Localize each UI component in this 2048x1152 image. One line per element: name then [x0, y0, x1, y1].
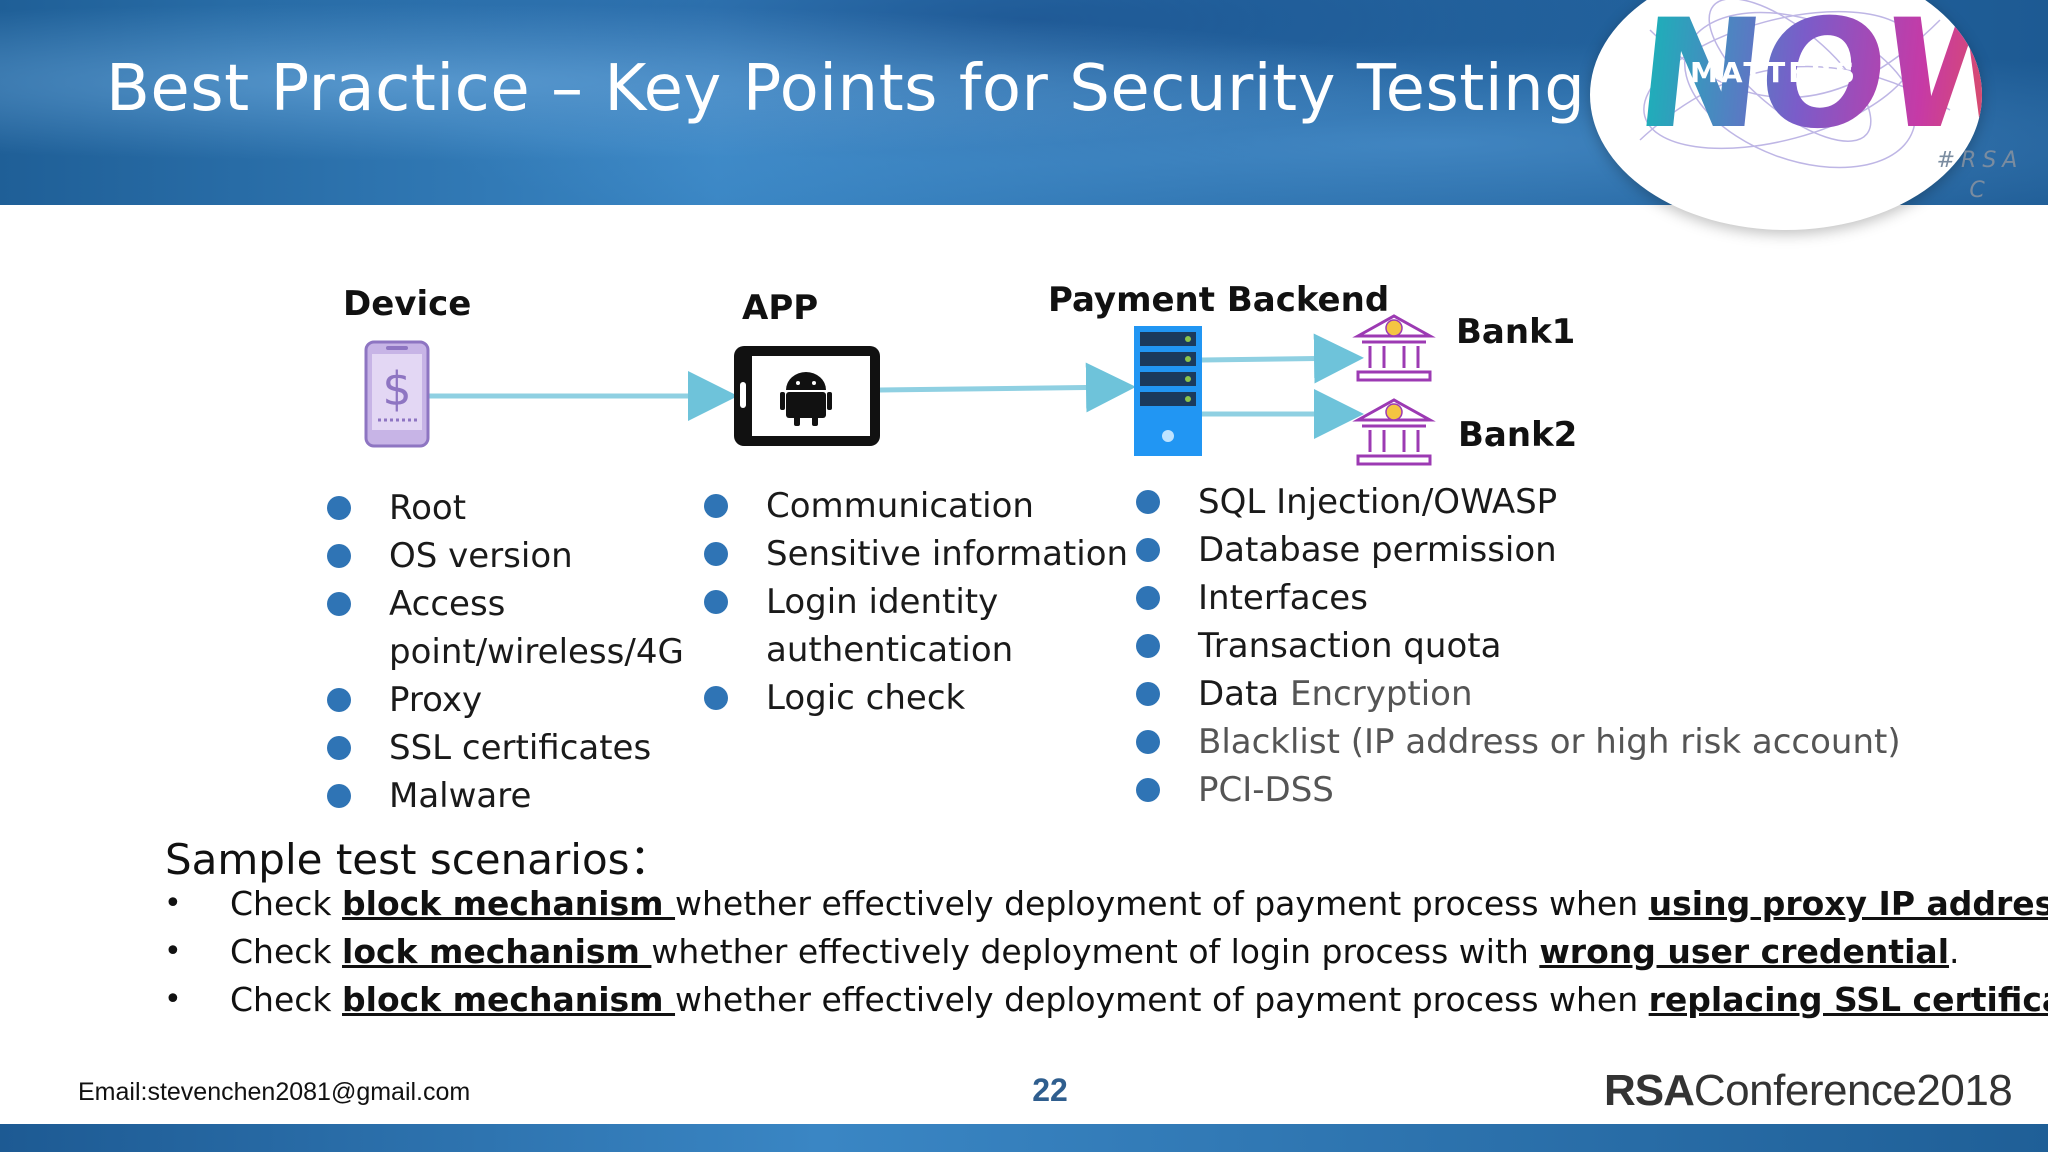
- bullet-dot-icon: [704, 494, 728, 518]
- bullet-dot-icon: [704, 590, 728, 614]
- logo-matters-text: MATTERS: [1690, 56, 1859, 89]
- bullet-dot-icon: [1136, 634, 1160, 658]
- svg-text:$: $: [382, 362, 411, 416]
- node-label-payment-backend: Payment Backend: [1048, 280, 1390, 320]
- list-item: •Check lock mechanism whether effectivel…: [160, 928, 2048, 976]
- list-item: OS version: [327, 532, 684, 580]
- footer-bar: [0, 1124, 2048, 1152]
- bullet-dot-icon: [704, 542, 728, 566]
- list-item: SQL Injection/OWASP: [1136, 478, 1901, 526]
- logo-hashtag-line1: #RSA: [1936, 148, 2024, 173]
- server-icon: [1134, 326, 1202, 456]
- scenarios-heading: Sample test scenarios：: [165, 835, 672, 884]
- bullet-dot-icon: [1136, 538, 1160, 562]
- list-item: Interfaces: [1136, 574, 1901, 622]
- bullet-icon: •: [164, 886, 182, 921]
- bullet-dot-icon: [704, 686, 728, 710]
- bullet-dot-icon: [327, 784, 351, 808]
- list-item: Logic check: [704, 674, 1128, 722]
- node-label-bank2: Bank2: [1458, 415, 1578, 455]
- architecture-diagram: $: [364, 314, 1436, 466]
- list-item: Proxy: [327, 676, 684, 724]
- list-item: PCI-DSS: [1136, 766, 1901, 814]
- bullet-dot-icon: [1136, 730, 1160, 754]
- list-item: •Check block mechanism whether effective…: [160, 976, 2048, 1024]
- bullet-dot-icon: [327, 736, 351, 760]
- backend-checklist: SQL Injection/OWASP Database permission …: [1136, 478, 1901, 814]
- list-item: Transaction quota: [1136, 622, 1901, 670]
- android-tablet-icon: [734, 346, 880, 446]
- rsa-conference-logo: RSAConference2018: [1604, 1066, 2013, 1115]
- logo-hashtag-line2: C: [1969, 178, 1991, 203]
- bullet-dot-icon: [1136, 586, 1160, 610]
- bullet-dot-icon: [327, 688, 351, 712]
- bullet-icon: •: [164, 934, 182, 969]
- scenario-list: •Check block mechanism whether effective…: [160, 880, 2048, 1024]
- bullet-dot-icon: [327, 592, 351, 616]
- list-item: Database permission: [1136, 526, 1901, 574]
- list-item: Communication: [704, 482, 1128, 530]
- bullet-icon: •: [164, 982, 182, 1017]
- bullet-dot-icon: [1136, 682, 1160, 706]
- bullet-dot-icon: [327, 544, 351, 568]
- arrow-app-to-backend: [879, 362, 1136, 413]
- node-label-bank1: Bank1: [1456, 312, 1576, 352]
- bank-icon: [1352, 314, 1436, 382]
- bank-icon: [1352, 398, 1436, 466]
- list-item: Sensitive information: [704, 530, 1128, 578]
- footer-email: Email:stevenchen2081@gmail.com: [78, 1078, 471, 1106]
- smartphone-dollar-icon: $: [364, 340, 430, 448]
- rsac-logo-badge: NOW MATTERS: [1590, 0, 1982, 230]
- arrow-backend-to-bank1: [1201, 333, 1364, 384]
- list-item: Malware: [327, 772, 684, 820]
- list-item: •Check block mechanism whether effective…: [160, 880, 2048, 928]
- bullet-dot-icon: [1136, 490, 1160, 514]
- list-item: Blacklist (IP address or high risk accou…: [1136, 718, 1901, 766]
- bullet-dot-icon: [1136, 778, 1160, 802]
- logo-swirl-graphic: [1639, 0, 1951, 169]
- logo-hashtag: #RSA C: [1930, 146, 2030, 206]
- app-checklist: Communication Sensitive information Logi…: [704, 482, 1128, 722]
- slide-title: Best Practice – Key Points for Security …: [106, 52, 1586, 126]
- node-label-app: APP: [742, 288, 819, 328]
- list-item: Root: [327, 484, 684, 532]
- list-item: SSL certificates: [327, 724, 684, 772]
- page-number: 22: [1032, 1072, 1068, 1108]
- node-label-device: Device: [343, 284, 472, 324]
- bullet-dot-icon: [327, 496, 351, 520]
- list-item: Data Encryption: [1136, 670, 1901, 718]
